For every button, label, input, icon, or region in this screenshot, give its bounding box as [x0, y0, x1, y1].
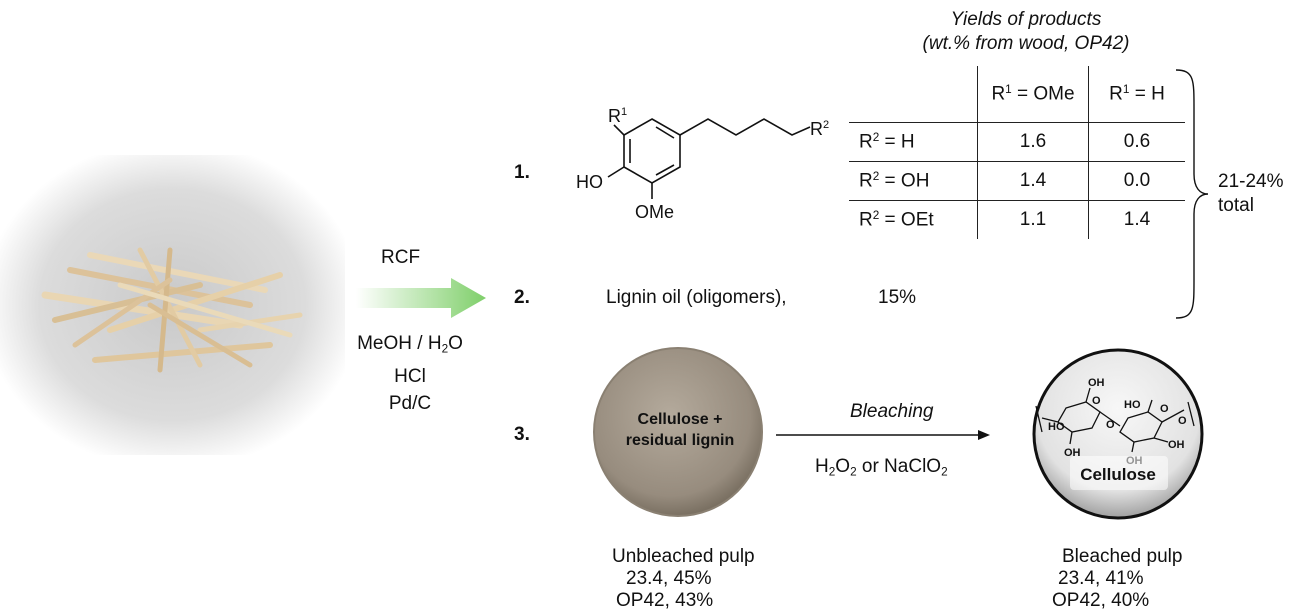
step-number-3: 3.: [514, 424, 530, 445]
bleached-caption-title: Bleached pulp: [1062, 546, 1183, 567]
pulp-inner-line2: residual lignin: [626, 432, 734, 449]
table-row: R2 = H 1.6 0.6: [849, 122, 1185, 162]
bleached-caption-line3: OP42, 40%: [1052, 590, 1150, 611]
table-cell: 0.6: [1088, 122, 1185, 162]
cellulose-label: Cellulose: [1080, 465, 1156, 484]
step-number-1: 1.: [514, 162, 530, 183]
row-label: R2 = OH: [849, 161, 978, 201]
table-row: R2 = OEt 1.1 1.4: [849, 200, 1185, 239]
table-cell: 1.1: [977, 200, 1089, 239]
total-yield: 21-24% total: [1218, 170, 1284, 218]
lignin-oil-label: Lignin oil (oligomers),: [606, 287, 787, 308]
yields-table: R1 = OMe R1 = H R2 = H 1.6 0.6 R2 = OH 1…: [849, 66, 1185, 239]
bleached-pulp-caption: Bleached pulp 23.4, 41% OP42, 40%: [1052, 546, 1183, 612]
lignin-oil-yield: 15%: [878, 287, 917, 308]
table-cell: 0.0: [1088, 161, 1185, 201]
bleached-pulp-disc: OH HO OH HO OH OH O O O O Cellulose: [1032, 348, 1204, 520]
ome-label: OMe: [635, 202, 674, 222]
cellulose-o-4: O: [1178, 415, 1187, 427]
table-cell: 1.4: [977, 161, 1089, 201]
right-brace-icon: [1175, 69, 1209, 319]
yields-title: Yields of products: [950, 9, 1102, 30]
table-cell: 1.6: [977, 122, 1089, 162]
bleaching-label: Bleaching: [850, 401, 934, 422]
propylphenol-structure: R1 HO OMe R2: [576, 106, 829, 222]
yields-table-header-row: R1 = OMe R1 = H: [849, 66, 1185, 123]
cellulose-o-3: O: [1160, 403, 1169, 415]
step-number-2: 2.: [514, 287, 530, 308]
row-label: R2 = OEt: [849, 200, 978, 239]
pulp-inner-line1: Cellulose +: [638, 411, 723, 428]
cellulose-ho-1: HO: [1048, 421, 1065, 433]
wood-sticks-image: [0, 155, 345, 455]
rcf-acid: HCl: [394, 365, 426, 387]
total-yield-label: total: [1218, 195, 1254, 216]
rcf-conditions: MeOH / H2O HCl Pd/C: [330, 330, 490, 417]
ho-label: HO: [576, 172, 603, 192]
r2-label: R2: [810, 119, 829, 139]
cellulose-oh-1: OH: [1088, 377, 1105, 389]
total-yield-value: 21-24%: [1218, 171, 1284, 192]
unbleached-caption-line2: 23.4, 45%: [626, 568, 712, 589]
unbleached-caption-title: Unbleached pulp: [612, 546, 755, 567]
table-row: R2 = OH 1.4 0.0: [849, 161, 1185, 201]
bleaching-arrow-icon: [776, 430, 990, 440]
rcf-label: RCF: [381, 247, 421, 268]
yields-subtitle: (wt.% from wood, OP42): [922, 33, 1130, 54]
gradient-arrow-icon: [356, 278, 486, 318]
bleached-caption-line2: 23.4, 41%: [1058, 568, 1144, 589]
table-cell: 1.4: [1088, 200, 1185, 239]
cellulose-ho-2: HO: [1124, 399, 1141, 411]
unbleached-caption-line3: OP42, 43%: [616, 590, 714, 611]
unbleached-pulp-disc: Cellulose + residual lignin: [593, 347, 763, 517]
yields-header: Yields of products (wt.% from wood, OP42…: [876, 8, 1176, 56]
row-label: R2 = H: [849, 122, 978, 162]
col-header-h: R1 = H: [1088, 66, 1185, 123]
cellulose-o-2: O: [1106, 419, 1115, 431]
bleaching-reagents: H2O2 or NaClO2: [815, 456, 948, 479]
cellulose-o-1: O: [1092, 395, 1101, 407]
r1-label: R1: [608, 106, 627, 126]
col-header-ome: R1 = OMe: [977, 66, 1089, 123]
rcf-catalyst: Pd/C: [388, 392, 432, 414]
unbleached-pulp-caption: Unbleached pulp 23.4, 45% OP42, 43%: [612, 546, 755, 612]
cellulose-oh-4: OH: [1168, 439, 1185, 451]
rcf-solvent: MeOH / H2O: [357, 333, 463, 356]
